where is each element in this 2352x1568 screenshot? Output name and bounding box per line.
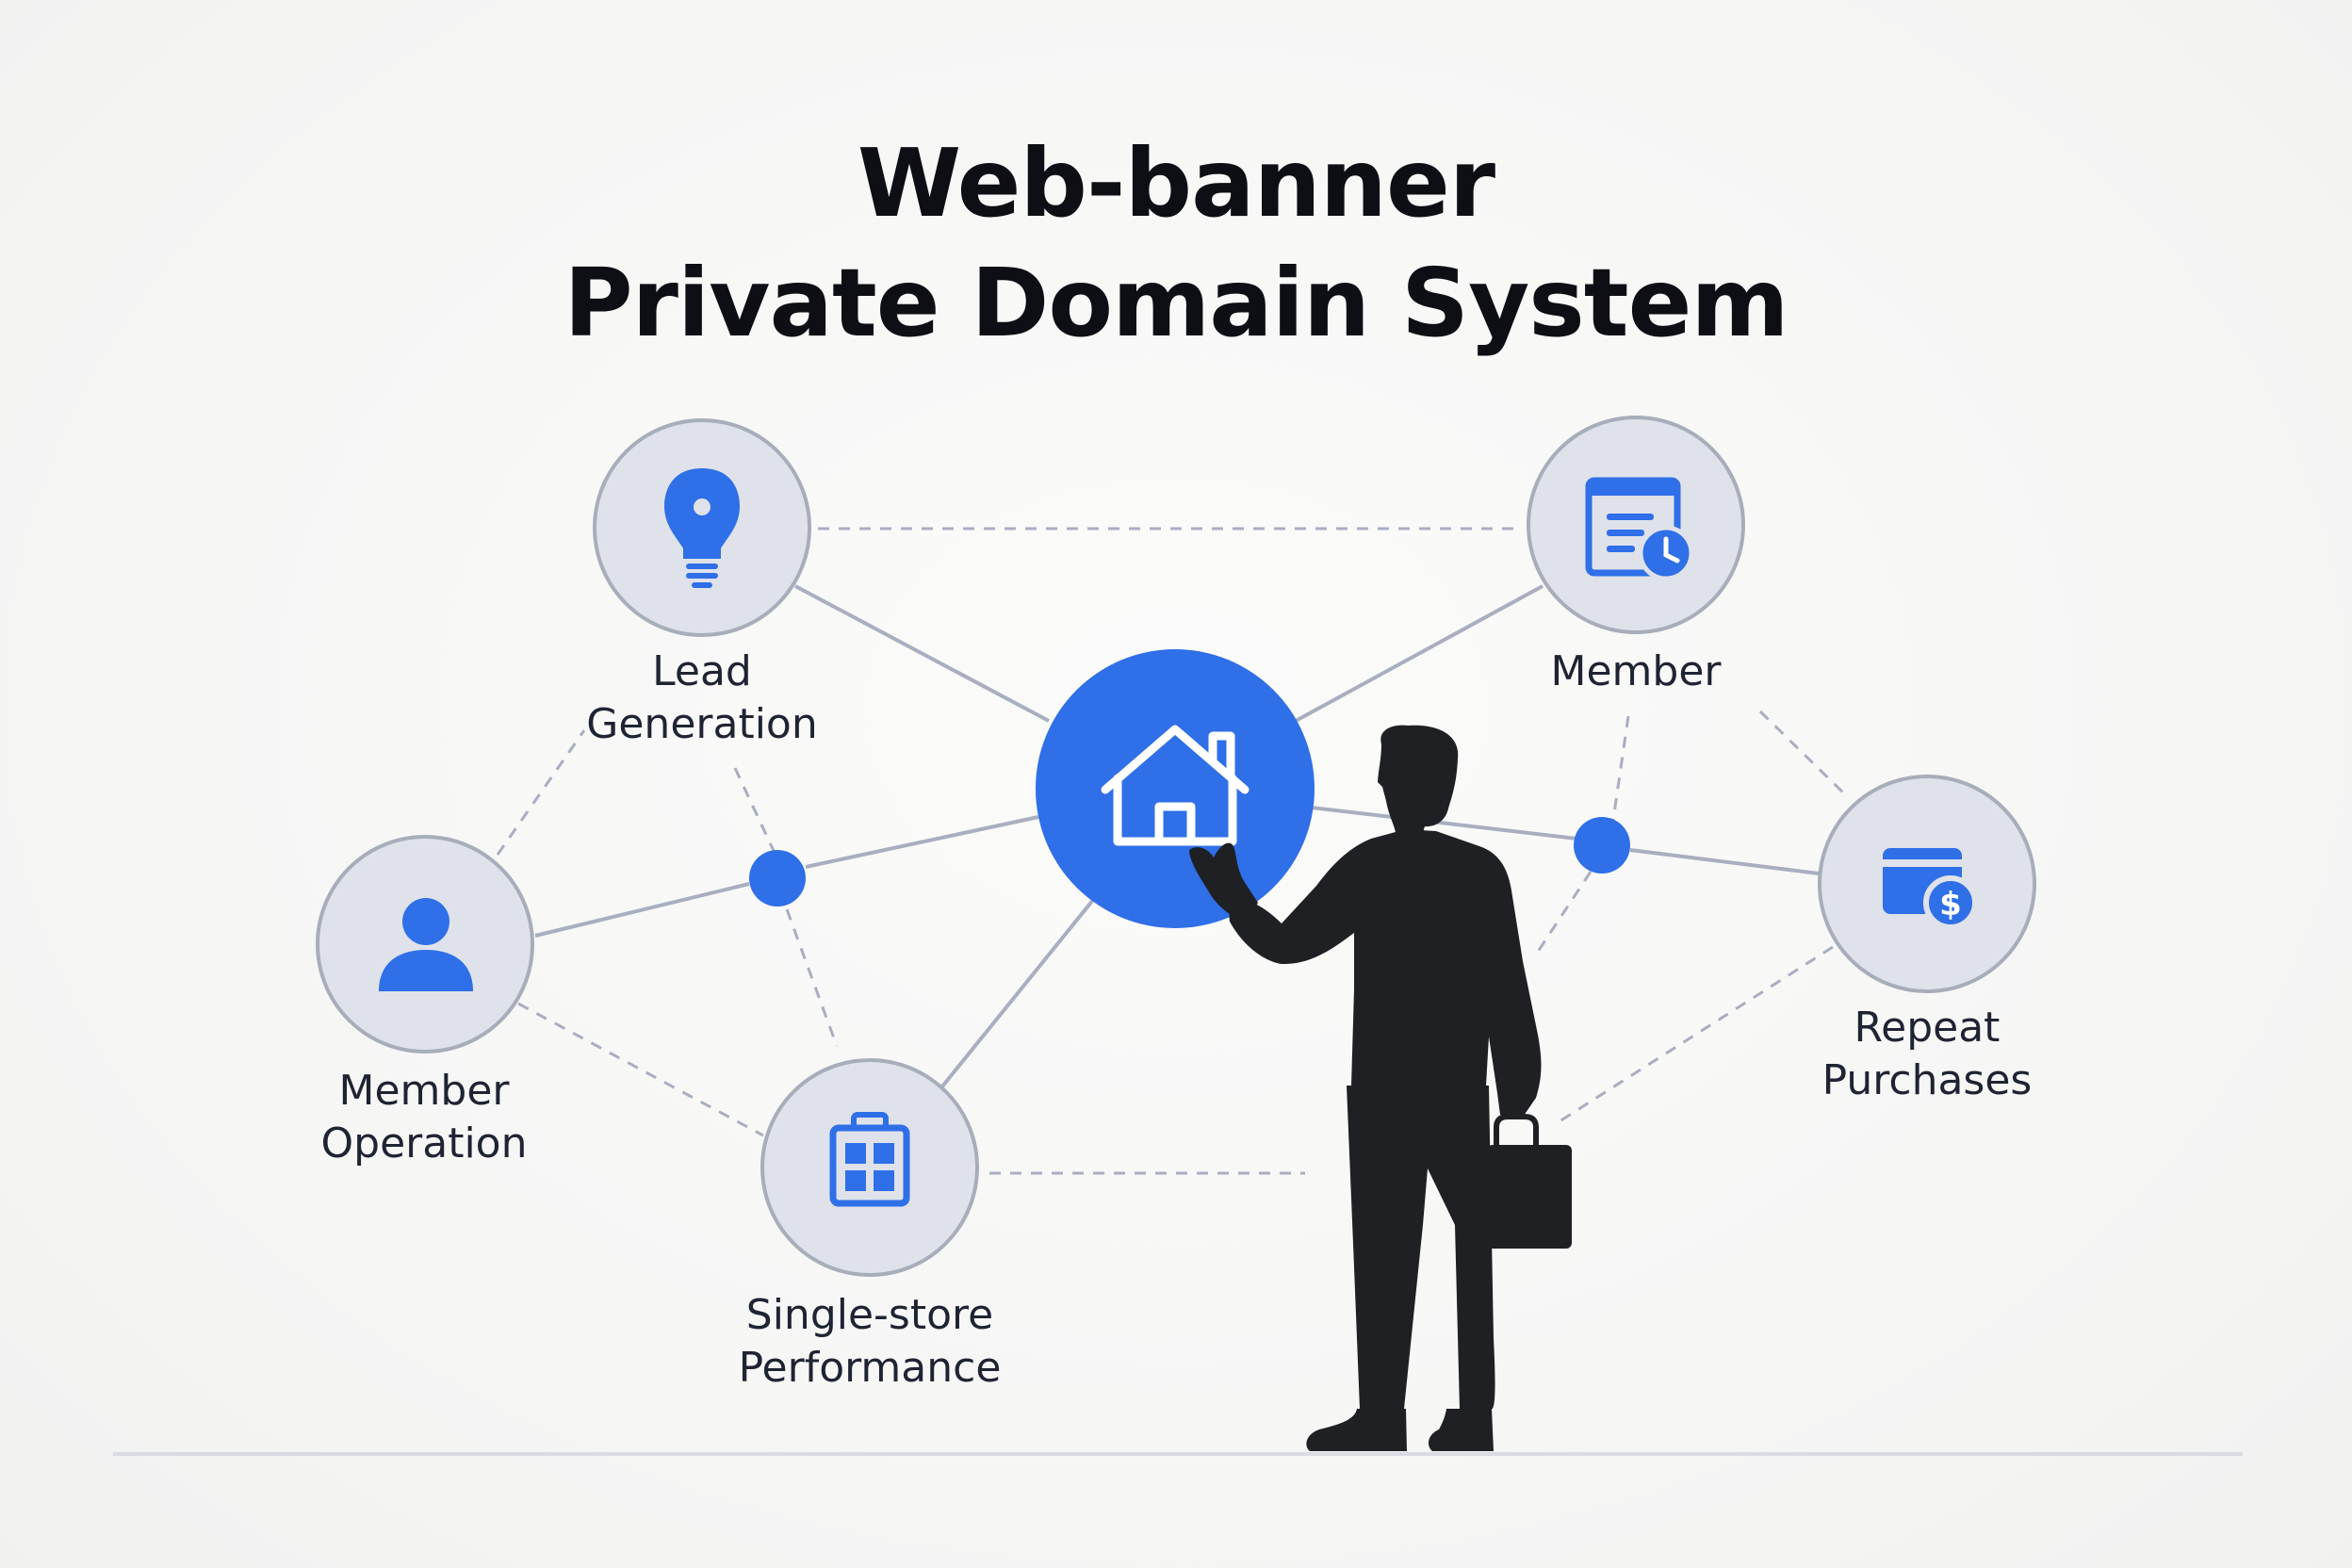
node-lead-generation[interactable]: [593, 418, 811, 637]
junction-dot: [749, 850, 806, 906]
node-member[interactable]: [1527, 416, 1745, 634]
solid-connector: [1295, 584, 1544, 723]
dashed-connector: [1536, 871, 1592, 953]
label-line: Repeat: [1854, 1004, 2001, 1052]
label-line: Performance: [738, 1344, 1002, 1392]
lightbulb-icon: [664, 468, 740, 588]
node-repeat-purchases[interactable]: $: [1818, 775, 2036, 993]
label-line: Purchases: [1821, 1056, 2033, 1104]
label-member: Member: [1504, 645, 1768, 698]
center-hub[interactable]: [1036, 649, 1315, 928]
dashed-connectors: [496, 527, 1849, 1175]
label-line: Operation: [320, 1119, 528, 1168]
label-line: Lead: [652, 647, 752, 695]
svg-text:$: $: [1939, 886, 1962, 923]
title-line-1: Web-banner: [857, 128, 1495, 238]
junction-dot: [1574, 817, 1630, 874]
title-line-2: Private Domain System: [564, 248, 1788, 358]
payment-card-icon: $: [1883, 848, 1978, 930]
solid-connector: [1311, 806, 1577, 841]
label-line: Member: [338, 1067, 510, 1115]
dashed-connector: [785, 908, 839, 1047]
dashed-connector: [733, 767, 776, 854]
solid-connector: [534, 882, 750, 938]
silhouette-body: [1229, 829, 1542, 1116]
label-repeat-purchases: Repeat Purchases: [1786, 1002, 2068, 1107]
calendar-clock-icon: [1585, 477, 1694, 581]
dashed-connector: [1559, 945, 1834, 1123]
label-line: Generation: [586, 700, 818, 748]
solid-connectors: [534, 584, 1820, 1088]
solid-connector: [940, 898, 1095, 1088]
silhouette-legs: [1347, 1086, 1495, 1410]
label-member-operation: Member Operation: [292, 1065, 556, 1170]
dashed-connector: [517, 1002, 764, 1137]
store-icon: [829, 1112, 910, 1207]
businessman-silhouette: [1189, 725, 1542, 1451]
silhouette-shoe: [1428, 1409, 1494, 1451]
dashed-connector: [1758, 710, 1849, 798]
label-lead-generation: Lead Generation: [570, 645, 834, 751]
briefcase-icon: [1487, 1114, 1572, 1249]
silhouette-shoe: [1306, 1409, 1407, 1451]
user-icon: [379, 898, 473, 991]
label-line: Member: [1550, 647, 1722, 695]
label-single-store-performance: Single-store Performance: [700, 1289, 1039, 1395]
solid-connector: [794, 584, 1050, 723]
solid-connector: [805, 815, 1039, 869]
node-single-store-performance[interactable]: [760, 1058, 979, 1277]
dashed-connector: [496, 729, 586, 856]
silhouette-hand: [1189, 842, 1258, 922]
house-icon: [1101, 725, 1250, 846]
node-member-operation[interactable]: [316, 835, 534, 1054]
dashed-connector: [1611, 715, 1630, 821]
label-line: Single-store: [745, 1291, 994, 1339]
solid-connector: [1629, 848, 1820, 875]
silhouette-head: [1378, 725, 1459, 839]
